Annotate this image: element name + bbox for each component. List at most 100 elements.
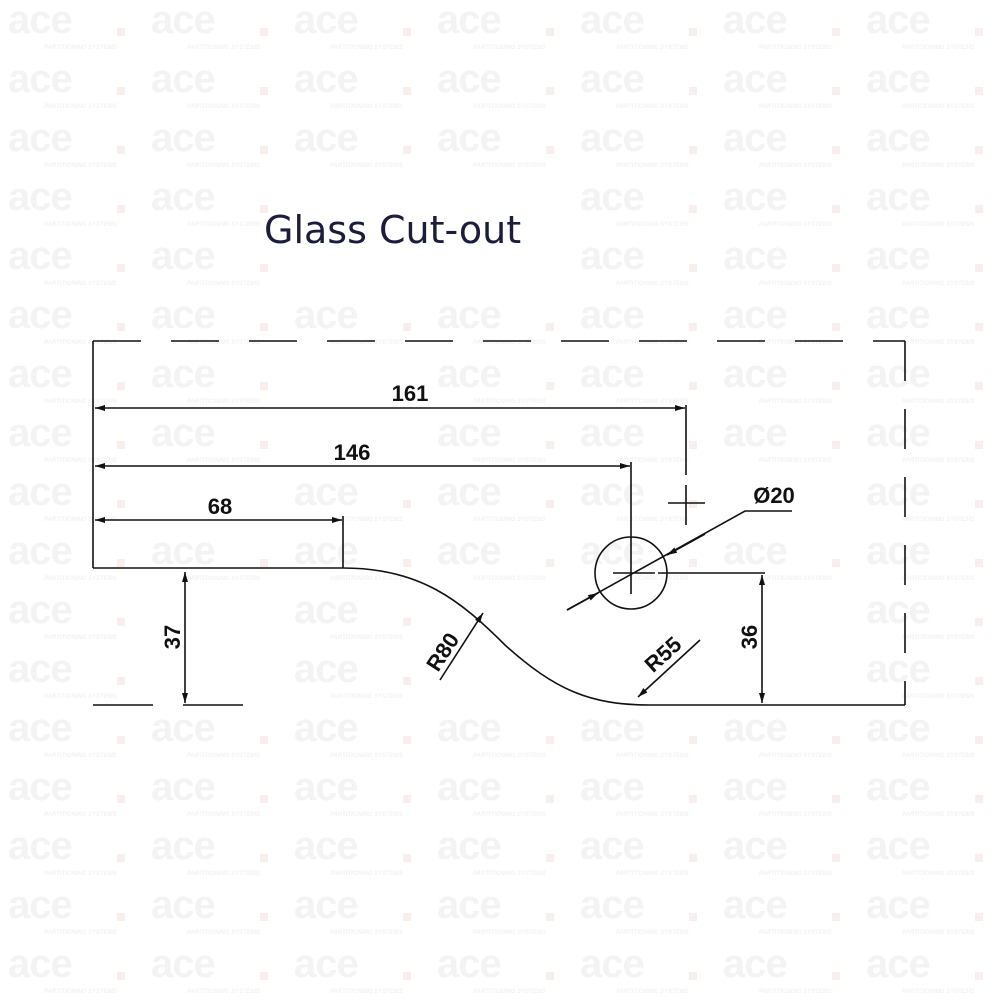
watermark-tagline: PARTITIONING SYSTEMS (759, 576, 832, 582)
watermark-tagline: PARTITIONING SYSTEMS (187, 45, 260, 51)
watermark-tagline: PARTITIONING SYSTEMS (759, 812, 832, 818)
watermark-tagline: PARTITIONING SYSTEMS (187, 340, 260, 346)
watermark-logo-text: ace (151, 824, 216, 868)
watermark-logo-text: ace (294, 942, 359, 986)
watermark-logo-square (832, 264, 840, 272)
watermark-logo-square (260, 559, 268, 567)
dim-37-label: 37 (160, 625, 185, 649)
watermark-logo-text: ace (8, 588, 73, 632)
watermark-logo-text: ace (723, 0, 788, 42)
watermark-tagline: PARTITIONING SYSTEMS (330, 576, 403, 582)
watermark-logo-square (975, 87, 983, 95)
watermark-logo-square (689, 736, 697, 744)
watermark-logo-text: ace (723, 57, 788, 101)
watermark-logo-text: ace (437, 765, 502, 809)
watermark-tagline: PARTITIONING SYSTEMS (187, 812, 260, 818)
watermark-logo-square (260, 87, 268, 95)
watermark-logo-square (689, 323, 697, 331)
watermark-tagline: PARTITIONING SYSTEMS (330, 930, 403, 936)
watermark-logo-text: ace (294, 824, 359, 868)
watermark-logo-text: ace (151, 234, 216, 278)
watermark-logo-text: ace (437, 411, 502, 455)
watermark-logo-text: ace (151, 706, 216, 750)
watermark-logo-text: ace (866, 588, 931, 632)
watermark-logo-text: ace (8, 411, 73, 455)
watermark-logo-text: ace (866, 883, 931, 927)
watermark-logo-text: ace (723, 529, 788, 573)
watermark-tagline: PARTITIONING SYSTEMS (616, 812, 689, 818)
watermark-logo-square (975, 795, 983, 803)
watermark-logo-square (403, 559, 411, 567)
watermark-logo-text: ace (723, 824, 788, 868)
watermark-logo-text: ace (294, 470, 359, 514)
watermark-logo-text: ace (8, 293, 73, 337)
watermark-logo-square (689, 205, 697, 213)
watermark-logo-text: ace (294, 293, 359, 337)
watermark-tagline: PARTITIONING SYSTEMS (759, 104, 832, 110)
watermark-tagline: PARTITIONING SYSTEMS (44, 517, 117, 523)
watermark-logo-square (403, 618, 411, 626)
watermark-logo-text: ace (294, 588, 359, 632)
watermark-tagline: PARTITIONING SYSTEMS (187, 104, 260, 110)
watermark-tagline: PARTITIONING SYSTEMS (759, 930, 832, 936)
r55-label: R55 (640, 632, 687, 678)
watermark-tagline: PARTITIONING SYSTEMS (902, 399, 975, 405)
watermark-tagline: PARTITIONING SYSTEMS (187, 281, 260, 287)
watermark-logo-text: ace (866, 706, 931, 750)
watermark-logo-text: ace (437, 706, 502, 750)
watermark-tagline: PARTITIONING SYSTEMS (902, 576, 975, 582)
watermark-tagline: PARTITIONING SYSTEMS (616, 930, 689, 936)
watermark-logo-text: ace (294, 529, 359, 573)
watermark-tagline: PARTITIONING SYSTEMS (759, 458, 832, 464)
watermark-logo-square (975, 854, 983, 862)
watermark-tagline: PARTITIONING SYSTEMS (902, 517, 975, 523)
watermark-logo-square (260, 28, 268, 36)
watermark-logo-square (689, 972, 697, 980)
r80-leader (439, 612, 484, 681)
watermark-logo-text: ace (437, 883, 502, 927)
watermark-logo-text: ace (437, 57, 502, 101)
watermark-logo-square (403, 677, 411, 685)
watermark-logo-square (403, 854, 411, 862)
watermark-tagline: PARTITIONING SYSTEMS (473, 399, 546, 405)
watermark-tagline: PARTITIONING SYSTEMS (902, 812, 975, 818)
watermark-logo-text: ace (151, 116, 216, 160)
watermark-tagline: PARTITIONING SYSTEMS (902, 281, 975, 287)
watermark-logo-square (260, 264, 268, 272)
watermark-logo-text: ace (437, 942, 502, 986)
watermark-logo-square (260, 913, 268, 921)
watermark-tagline: PARTITIONING SYSTEMS (330, 635, 403, 641)
watermark-tagline: PARTITIONING SYSTEMS (473, 163, 546, 169)
watermark-tagline: PARTITIONING SYSTEMS (902, 989, 975, 995)
watermark-logo-text: ace (151, 175, 216, 219)
watermark-tagline: PARTITIONING SYSTEMS (902, 222, 975, 228)
watermark-logo-square (546, 87, 554, 95)
